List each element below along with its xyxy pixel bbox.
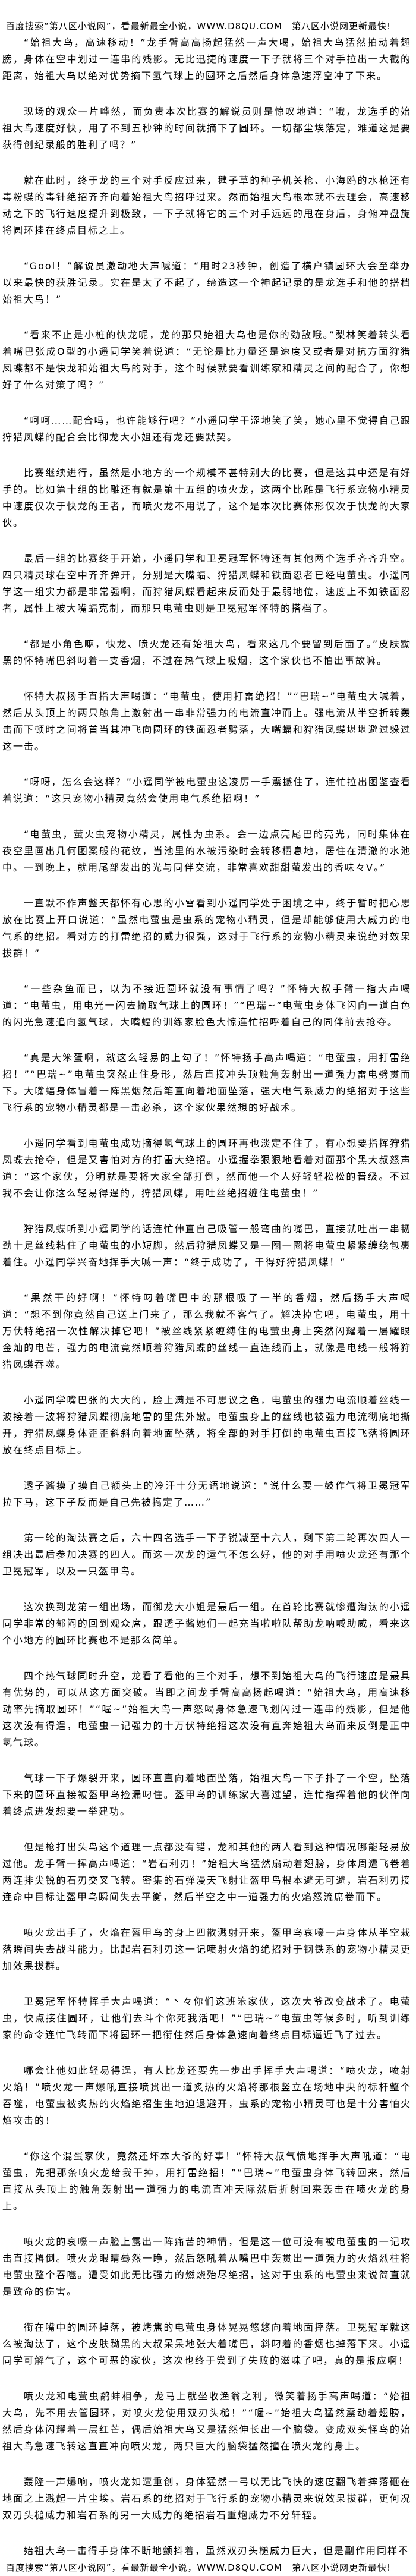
paragraph: 喷火龙和电萤虫鹬蚌相争，龙马上就坐收渔翁之利，微笑着扬手高声喝道：“始祖大鸟，先…: [2, 2391, 411, 2452]
paragraph: “电萤虫，萤火虫宠物小精灵，属性为虫系。会一边点亮尾巴的亮光，同时集体在夜空里画…: [2, 829, 411, 873]
paragraph: 小遥同学看到电萤虫成功摘得氢气球上的圆环再也淡定不住了，有心想要指挥狩猎凤蝶去抢…: [2, 1138, 411, 1199]
paragraph: 轰隆一声爆响，喷火龙如遭重创，身体猛然一弓以无比飞快的速度翻飞着摔落砸在地面之上…: [2, 2476, 411, 2521]
site-banner-bottom: 百度搜索“第八区小说网”，看最新最全小说，WWW.D8QU.COM 第八区小说网…: [6, 2562, 391, 2573]
paragraph: 怀特大叔扬手直指大声喝道：“电萤虫，使用打雷绝招！”“巴瑞~”电萤虫大喊着，然后…: [2, 691, 411, 752]
paragraph: 就在此时，终于龙的三个对手反应过来，毽子草的种子机关枪、小海鸥的水枪还有毒粉蝶的…: [2, 175, 411, 236]
paragraph: 小遥同学嘴巴张的大大的，脸上满是不可思议之色，电萤虫的强力电流顺着丝线一波接着一…: [2, 1394, 411, 1456]
paragraph: “一些杂鱼而已，以为不接近圆环就没有事情了吗？”怀特大叔手臂一指大声喝道：“电萤…: [2, 983, 411, 1028]
paragraph: “呀呀，怎么会这样？”小遥同学被电萤虫这凌厉一手震撼住了，连忙拉出图鉴查看着说道…: [2, 776, 411, 804]
paragraph: 狩猎凤蝶听到小遥同学的话连忙伸直自己吸管一般弯曲的嘴巴，直接就吐出一串韧劲十足丝…: [2, 1223, 411, 1268]
site-banner-top: 百度搜索“第八区小说网”，看最新最全小说，WWW.D8QU.COM 第八区小说网…: [6, 21, 391, 32]
paragraph: 一直默不作声整天都怀有心思的小雪看到小遥同学处于困境之中，终于暂时把心思放在比赛…: [2, 897, 411, 959]
paragraph: 第一轮的淘汰赛之后，六十四名选手一下子锐减至十六人，剩下第二轮再次四人一组决出最…: [2, 1532, 411, 1577]
paragraph: 比赛继续进行，虽然是小地方的一个规模不甚特别大的比赛，但是这其中还是有好手的。比…: [2, 467, 411, 528]
paragraph: “真是大笨蛋啊，就这么轻易的上勾了！”怀特扬手高声喝道：“电萤虫，用打雷绝招！”…: [2, 1052, 411, 1113]
paragraph: 衔在嘴中的圆环掉落，被烤焦的电萤虫身体晃晃悠悠向着地面摔落。卫冕冠军就这么被淘汰…: [2, 2322, 411, 2366]
chapter-body: “始祖大鸟，高速移动！”龙手臂高高扬起猛然一声大喝，始祖大鸟猛然拍动着翅膀，身体…: [2, 34, 411, 2559]
paragraph: 四个热气球同时升空，龙看了看他的三个对手，想不到始祖大鸟的飞行速度是最具有优势的…: [2, 1670, 411, 1748]
paragraph: 卫冕冠军怀特挥手大声喝道：“丶々你们这班笨家伙，这次大爷改变战术了。电萤虫，快点…: [2, 1996, 411, 2040]
paragraph: 现场的观众一片哗然，而负责本次比赛的解说员则是惊叹地道：“哦，龙选手的始祖大鸟速…: [2, 106, 411, 150]
paragraph: 气球一下子爆裂开来，圆环直直向着地面坠落，始祖大鸟一下子扑了一个空，坠落下来的圆…: [2, 1772, 411, 1817]
paragraph: “始祖大鸟，高速移动！”龙手臂高高扬起猛然一声大喝，始祖大鸟猛然拍动着翅膀，身体…: [2, 37, 411, 81]
paragraph: 喷火龙的哀嚎一声脸上露出一阵痛苦的神情，但是这一位可没有被电萤虫的一记攻击直接撂…: [2, 2236, 411, 2297]
paragraph: “都是小角色嘛，快龙、喷火龙还有始祖大鸟，看来这几个要留到后面了。”皮肤黝黑的怀…: [2, 638, 411, 666]
paragraph: “呵呵……配合吗，也许能够行吧？”小遥同学干涩地笑了笑，她心里不觉得自己跟狩猎凤…: [2, 415, 411, 443]
paragraph: 这次换到龙第一组出场，而御龙大小姐是最后一组。在首轮比赛就惨遭淘汰的小遥同学非常…: [2, 1601, 411, 1646]
paragraph: “Gool！”解说员激动地大声喊道：“用时23秒钟，创造了横户镇圆环大会至举办以…: [2, 260, 411, 305]
paragraph: 哪会让他如此轻易得逞，有人比龙还要先一步出手挥手大声喝道：“喷火龙，喷射火焰！”…: [2, 2065, 411, 2126]
paragraph: 透子酱摸了摸自己额头上的冷汗十分无语地说道：“说什么要一鼓作气将卫冕冠军拉下马，…: [2, 1480, 411, 1508]
paragraph: 但是枪打出头鸟这个道理一点都没有错，龙和其他的两人看到这种情况哪能轻易放过他。龙…: [2, 1841, 411, 1903]
paragraph: “果然干的好啊！”怀特叼着嘴巴中的那根吸了一半的香烟，然后扬手大声喝道：“想不到…: [2, 1292, 411, 1370]
paragraph: 喷火龙出手了，火焰在盔甲鸟的身上四散溅射开来，盔甲鸟哀嚎一声身体从半空栽落瞬间失…: [2, 1927, 411, 1972]
paragraph: “看来不止是小桩的快龙呢，龙的那只始祖大鸟也是你的劲敌哦。”梨林笑着转头看着嘴巴…: [2, 329, 411, 391]
paragraph: “你这个混蛋家伙，竟然还坏本大爷的好事！”怀特大叔气愤地挥手大声吼道：“电萤虫，…: [2, 2150, 411, 2212]
paragraph: 始祖大鸟一击得手身体不断地颤抖着，虽然双刃头槌威力巨大，但是副作用同样不: [24, 2545, 409, 2556]
paragraph: 最后一组的比赛终于开始，小遥同学和卫冕冠军怀特还有其他两个选手齐齐升空。四只精灵…: [2, 553, 411, 614]
